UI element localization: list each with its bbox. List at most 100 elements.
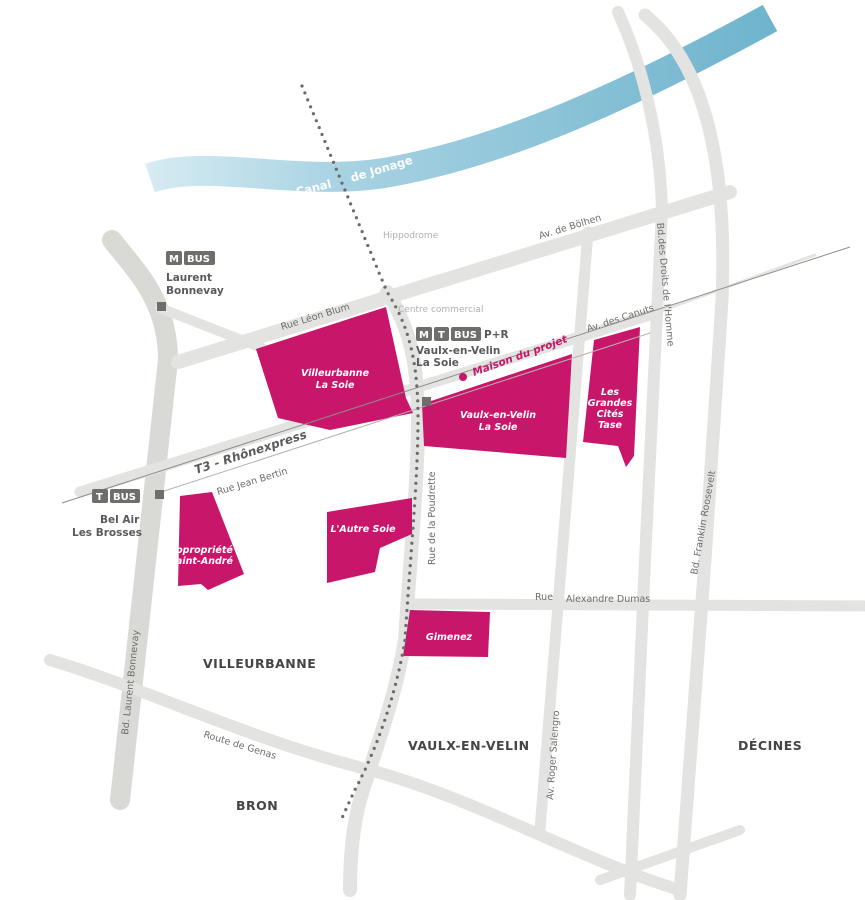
metro-dot [394,305,398,309]
zone-gimenez[interactable] [403,610,490,657]
station-name-2: La Soie [416,357,459,369]
metro-dot [411,526,415,530]
metro-dot [415,391,419,395]
station-bel-air: T BUS Bel Air Les Brosses [72,489,142,539]
badge-bus-text: BUS [113,492,136,503]
metro-dot [400,653,404,657]
metro-dot [413,489,418,493]
metro-dot [412,362,416,366]
metro-dot [369,753,373,758]
metro-dot [390,298,394,302]
tram-line-t3 [61,246,851,504]
metro-dot [309,105,313,109]
commune-vaulx-en-velin: VAULX-EN-VELIN [408,738,530,753]
metro-dot [413,369,417,373]
metro-dot [337,174,341,178]
metro-dot [412,504,417,508]
zone-label-villeurbanne-2: La Soie [316,380,355,391]
metro-dot [407,586,411,590]
metro-dot [344,808,348,812]
commune-bron: BRON [236,798,278,813]
metro-dot [360,230,364,234]
metro-dot [380,725,384,730]
zone-vaulx-en-velin-la-soie[interactable] [422,354,572,458]
badge-t [434,327,449,341]
metro-dot [416,399,420,403]
metro-dot [409,347,413,351]
metro-dot [409,556,413,560]
metro-dot [412,511,416,515]
road-salengro [534,226,594,836]
metro-dot [314,119,318,123]
tram-line-t3-under [154,332,651,495]
metro-dot [340,181,344,185]
station-name-2: Bonnevay [166,285,224,297]
metro-dot [341,814,345,819]
metro-dot [389,697,394,701]
metro-dot [343,188,347,192]
badge-bus [184,251,215,265]
zone-label-grandes-2: Grandes [588,398,633,409]
metro-dot [349,202,353,206]
metro-dot [306,98,310,102]
metro-dot [347,801,351,805]
metro-dot [366,760,370,764]
metro-dot [409,549,413,553]
metro-dot [397,668,401,672]
station-pr: P+R [484,329,509,341]
metro-dot [380,278,384,282]
metro-dot [354,216,358,220]
zone-autre-soie[interactable] [327,498,412,583]
station-marker-laurent-bonnevay[interactable] [157,302,166,311]
metro-dot [363,767,367,771]
metro-dot [406,594,410,598]
metro-dot [416,414,420,418]
maison-du-projet-marker[interactable] [459,373,467,381]
metro-dot [416,444,420,448]
metro-dot [411,354,415,358]
metro-dot [311,112,315,116]
metro-dot [334,167,338,171]
label-centre-commercial: Centre commercial [398,305,483,315]
metro-dot [404,623,408,628]
metro-dot [404,616,408,620]
metro-dot [403,325,407,329]
metro-dot [413,496,417,500]
metro-dot [415,466,419,470]
commune-villeurbanne: VILLEURBANNE [203,656,316,671]
station-name-1: Bel Air [100,514,140,526]
metro-dot [329,153,333,157]
zone-copropriete-saint-andre[interactable] [178,492,244,590]
zone-grandes-cites-tase[interactable] [583,327,640,467]
metro-dot [408,571,412,575]
road-laurent-bonnevay [102,230,178,810]
zone-label-autre-soie: L'Autre Soie [330,524,396,535]
commune-decines: DÉCINES [738,738,802,753]
metro-dot [399,660,403,665]
metro-dot [397,311,401,316]
metro-dot [414,481,418,485]
badge-bus [451,327,481,341]
metro-dot [357,781,361,785]
metro-dot [400,318,404,322]
zone-label-vaulx-1: Vaulx-en-Velin [460,410,536,421]
road-genas [44,654,686,896]
zone-label-grandes-1: Les [601,387,619,398]
metro-dot [360,774,364,778]
road-dumas [406,598,865,612]
metro-dot [415,451,419,455]
station-marker-bel-air[interactable] [155,490,164,499]
metro-dot [369,250,373,254]
road-bonnevay-spur [155,303,267,353]
metro-dot [317,126,321,130]
metro-dot [300,84,304,88]
station-marker-vaulx-en-velin[interactable] [422,397,431,406]
zone-villeurbanne-la-soie[interactable] [256,307,413,430]
road-droits [612,6,668,900]
station-name-2: Les Brosses [72,527,142,539]
metro-dot [385,711,389,715]
metro-dot [414,474,418,478]
metro-dot [391,690,396,694]
